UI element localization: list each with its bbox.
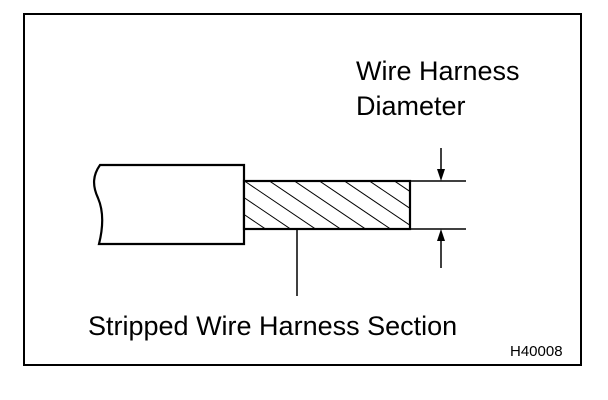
figure-code: H40008 <box>510 343 563 360</box>
diameter-label-line2: Diameter <box>356 91 466 121</box>
dimension-arrow-bottom <box>437 229 445 268</box>
stripped-conductor <box>242 179 412 231</box>
insulated-wire-body <box>93 163 246 246</box>
diagram-frame <box>23 13 582 366</box>
stripped-section-label: Stripped Wire Harness Section <box>88 311 458 341</box>
conductor-hatching <box>244 181 410 229</box>
diameter-label-line1: Wire Harness <box>356 56 520 86</box>
dimension-arrow-top <box>437 148 445 181</box>
